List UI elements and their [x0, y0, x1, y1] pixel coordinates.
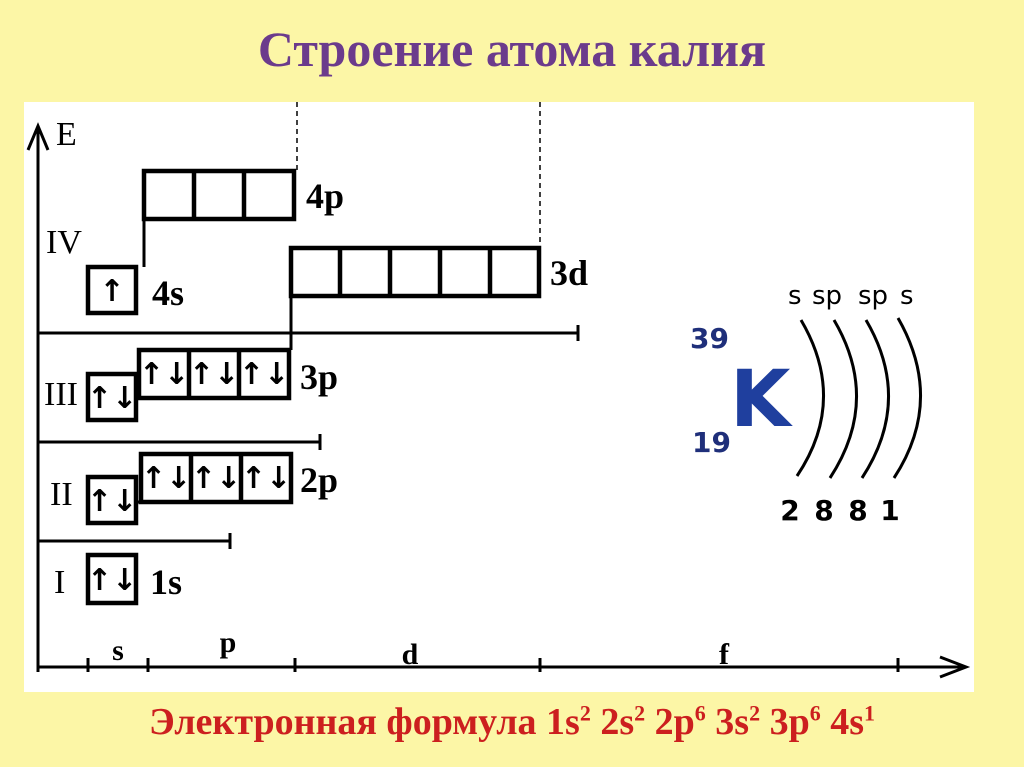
- electron-3p-1: ↑↓: [139, 357, 189, 392]
- sublevel-axis-label-d: d: [402, 638, 419, 671]
- level-label-1: I: [54, 564, 65, 601]
- electron-2p-2: ↑↓: [191, 461, 241, 496]
- shell-sublevels-4: s: [900, 281, 914, 311]
- orbital-1s: [85, 552, 139, 606]
- electron-formula: Электронная формула 1s2 2s2 2p6 3s2 3p6 …: [0, 700, 1024, 744]
- atomic-number: 19: [692, 426, 731, 459]
- shell-arc-2: [828, 319, 858, 479]
- shell-arc-3: [860, 319, 890, 479]
- element-symbol: K: [730, 355, 793, 445]
- shell-count-2: 8: [814, 494, 833, 527]
- orbital-2p: [138, 451, 294, 505]
- shell-arc-1: [795, 319, 825, 477]
- mass-number: 39: [690, 322, 729, 355]
- level-label-2: II: [50, 476, 73, 513]
- orbital-4s: [85, 264, 139, 316]
- level-label-3: III: [44, 376, 78, 413]
- orbital-label-4s: 4s: [152, 273, 184, 313]
- formula-term-2s: 2s2: [600, 700, 646, 743]
- page-title: Строение атома калия: [257, 21, 767, 77]
- orbital-3p: [136, 347, 292, 401]
- sublevel-axis-label-f: f: [719, 638, 730, 671]
- shell-count-4: 1: [880, 494, 899, 527]
- orbital-label-3d: 3d: [550, 253, 588, 293]
- sublevel-axis-arrowhead: [939, 655, 971, 679]
- orbital-label-3p: 3p: [300, 357, 338, 397]
- formula-term-2p: 2p6: [654, 700, 706, 743]
- electron-1s: ↑↓: [87, 563, 137, 598]
- electron-2p-1: ↑↓: [141, 461, 191, 496]
- electron-3p-2: ↑↓: [189, 357, 239, 392]
- formula-term-1s: 1s2: [546, 700, 591, 743]
- electron-4s: ↑: [99, 274, 124, 309]
- energy-axis-arrowhead: [26, 122, 50, 151]
- orbital-label-4p: 4p: [306, 176, 344, 216]
- formula-prefix: Электронная формула: [148, 701, 537, 743]
- sublevel-axis-label-p: p: [220, 626, 237, 659]
- electron-2p-3: ↑↓: [241, 461, 291, 496]
- shell-sublevels-1: s: [788, 281, 802, 311]
- orbital-2s: [85, 474, 139, 526]
- formula-term-3s: 3s2: [715, 700, 761, 743]
- level-label-4: IV: [46, 224, 82, 261]
- electron-3p-3: ↑↓: [239, 357, 289, 392]
- electron-2s: ↑↓: [87, 484, 137, 519]
- formula-term-3p: 3p6: [769, 700, 821, 743]
- orbital-3d: [288, 245, 542, 299]
- shell-arc-4: [892, 317, 922, 479]
- shell-sublevels-3: sp: [858, 281, 888, 311]
- electron-3s: ↑↓: [87, 381, 137, 416]
- orbital-label-2p: 2p: [300, 460, 338, 500]
- energy-axis-label: E: [56, 116, 77, 153]
- orbital-4p: [141, 168, 297, 222]
- shell-sublevels-2: sp: [812, 281, 842, 311]
- orbital-label-1s: 1s: [150, 562, 182, 602]
- formula-term-4s: 4s1: [830, 700, 876, 743]
- shell-count-3: 8: [848, 494, 867, 527]
- sublevel-axis-label-s: s: [112, 634, 124, 667]
- shell-count-1: 2: [780, 494, 799, 527]
